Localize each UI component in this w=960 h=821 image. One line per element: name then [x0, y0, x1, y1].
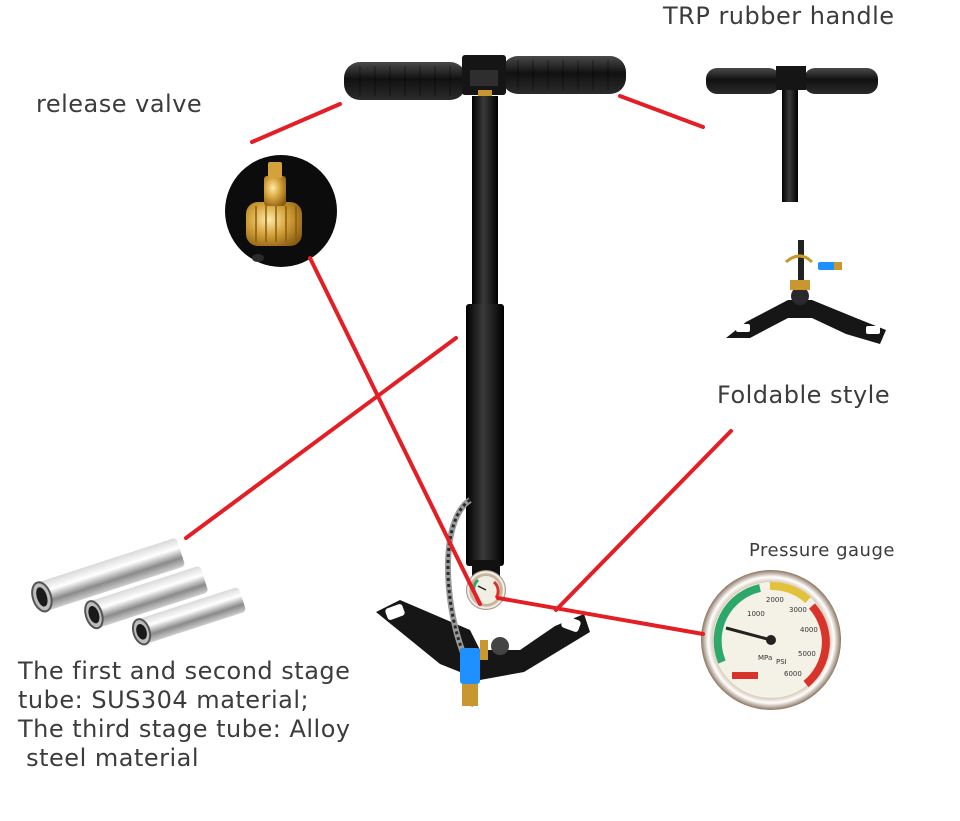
main-cylinder — [466, 304, 504, 566]
steel-tubes-image — [31, 538, 246, 646]
callout-tubes — [184, 336, 458, 540]
pressure-gauge-label: Pressure gauge — [749, 540, 895, 561]
callout-gauge — [496, 596, 705, 636]
gauge-tick-6000: 6000 — [784, 670, 802, 678]
callout-release-valve — [250, 102, 342, 144]
foldable-style-label: Foldable style — [717, 381, 891, 409]
release-valve-label: release valve — [36, 90, 203, 118]
left-grip — [344, 62, 466, 100]
hose-fitting — [460, 648, 480, 684]
gauge-tick-3000: 3000 — [789, 606, 807, 614]
callout-handle — [618, 94, 705, 129]
gauge-tick-1000: 1000 — [747, 610, 765, 618]
material-description-line: The first and second stage — [18, 657, 351, 685]
material-description: The first and second stage tube: SUS304 … — [18, 657, 378, 773]
pressure-gauge-image: 1000 2000 3000 4000 5000 6000 MPa PSI — [701, 570, 841, 710]
material-description-line: The third stage tube: Alloy — [18, 715, 351, 743]
upper-shaft — [472, 96, 498, 306]
gauge-unit-psi: PSI — [776, 658, 787, 666]
gauge-tick-4000: 4000 — [800, 626, 818, 634]
material-description-line: steel material — [18, 744, 200, 772]
handle-detail-image — [706, 66, 878, 202]
callout-lines — [184, 94, 733, 636]
callout-valve-to-pump — [308, 256, 482, 606]
material-description-line: tube: SUS304 material; — [18, 686, 310, 714]
foldable-base-image — [726, 240, 886, 344]
gauge-unit-mpa: MPa — [758, 654, 772, 662]
gauge-tick-5000: 5000 — [798, 650, 816, 658]
callout-foldable — [554, 429, 733, 612]
right-grip — [502, 56, 626, 94]
gauge-tick-2000: 2000 — [766, 596, 784, 604]
rubber-handle-label: TRP rubber handle — [663, 2, 895, 30]
main-pump — [344, 55, 626, 708]
foot-base — [376, 600, 590, 680]
release-valve-image — [225, 155, 337, 267]
